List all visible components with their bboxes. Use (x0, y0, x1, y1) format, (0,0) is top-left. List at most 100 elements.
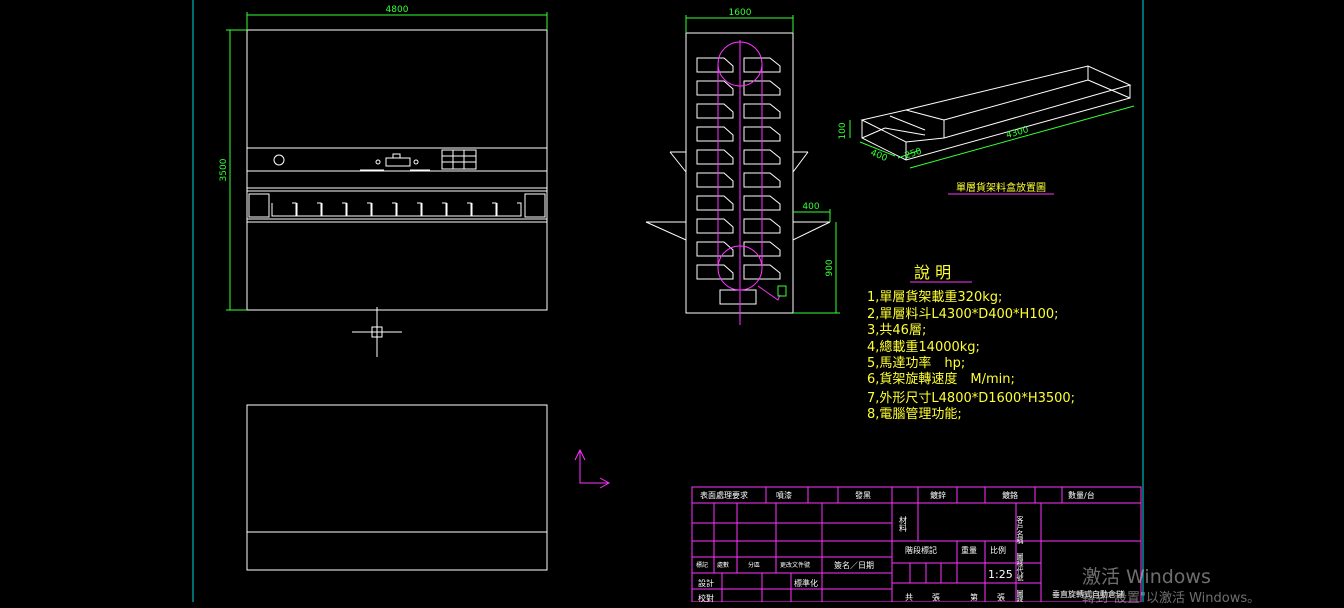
bin-caption: 單層貨架料盒放置圖 (956, 181, 1046, 194)
side-view: 1600 400 900 (645, 8, 840, 325)
notes: 說 明 1,單層貨架載重320kg; 2,單層料斗L4300*D400*H100… (867, 263, 1075, 422)
tb-scale-value: 1:25 (988, 568, 1013, 581)
watermark-line-1: 激活 Windows (1082, 566, 1211, 588)
side-slot-left (696, 126, 734, 142)
tb-galvanize: 鍍鋅 (930, 490, 946, 500)
side-slot-left (696, 57, 734, 73)
tb-zone: 分區 (748, 561, 760, 569)
side-slot-bottom (719, 289, 757, 305)
front-bin (446, 202, 472, 217)
title-block-grid (691, 486, 1142, 602)
notes-line-3: 3,共46層; (867, 323, 926, 338)
side-slot-right (743, 103, 781, 119)
tb-stage-mark: 階段標記 (905, 545, 937, 555)
tb-surface-treatment: 表面處理要求 (700, 490, 748, 500)
tb-scale: 比例 (990, 545, 1006, 555)
side-slot-left (696, 172, 734, 188)
notes-line-4: 4,總載重14000kg; (867, 339, 980, 355)
side-slot-right (743, 264, 781, 280)
side-slot-right (743, 126, 781, 142)
tb-weight: 重量 (961, 545, 977, 555)
tb-customer-name: 客戶名稱 (1016, 515, 1024, 545)
tb-product-name: 垂直旋轉式自動倉儲 (1052, 589, 1124, 599)
front-view: 4800 3500 (219, 5, 548, 311)
plan-view (246, 404, 548, 571)
bin-height-dimension: 100 (838, 122, 848, 139)
side-slot-right (743, 57, 781, 73)
bin-section-dimension: 250 (904, 147, 924, 162)
side-slot-right (743, 172, 781, 188)
front-bin (371, 202, 397, 217)
front-bin (421, 202, 447, 217)
side-slot-left (696, 149, 734, 165)
side-slot-right (743, 241, 781, 257)
front-bin (296, 202, 322, 217)
side-slot-left (696, 80, 734, 96)
tb-drawing-name: 圖樣名稱 (1016, 590, 1024, 602)
front-bin (471, 202, 497, 217)
front-height-dimension: 3500 (219, 158, 229, 181)
tb-mark: 標記 (696, 561, 708, 569)
front-control-knob (273, 154, 285, 166)
tb-standardization: 標準化 (794, 578, 818, 588)
side-dimension-lines (685, 15, 840, 314)
title-block: 表面處理要求 噴漆 發黑 鍍鋅 鍍鉻 數量/台 材料 客戶名稱 階段標記 重量 … (691, 486, 1142, 602)
front-keypad (441, 149, 477, 170)
bin-isometric-view: 100 400 250 4300 單層貨架料盒放置圖 (838, 65, 1135, 195)
tb-places: 處數 (717, 561, 729, 569)
front-control-panel (385, 157, 411, 167)
tb-sign-date: 簽名／日期 (834, 560, 874, 570)
front-width-dimension: 4800 (386, 5, 409, 15)
notes-title: 說 明 (914, 263, 951, 282)
tb-sheet-unit: 張 (997, 593, 1005, 602)
side-slot-right (743, 218, 781, 234)
side-slot-left (696, 103, 734, 119)
side-slot-right (743, 80, 781, 96)
tb-review: 校對 (698, 593, 714, 602)
notes-line-5: 5,馬達功率 hp; (867, 355, 965, 371)
tb-blacken: 發黑 (855, 491, 871, 500)
windows-activation-watermark: 激活 Windows 轉到"設置"以激活 Windows。 (1082, 562, 1260, 608)
side-slot-left (696, 264, 734, 280)
cursor-crosshair (352, 307, 402, 357)
front-bin-row (271, 202, 522, 217)
front-bin (396, 202, 422, 217)
side-slot-right (743, 195, 781, 211)
front-bin (271, 202, 297, 217)
notes-line-7: 7,外形尺寸L4800*D1600*H3500; (867, 391, 1075, 406)
side-slot-right (743, 149, 781, 165)
notes-line-2: 2,單層料斗L4300*D400*H100; (867, 307, 1059, 322)
side-sprocket-chain (717, 40, 781, 325)
tb-spray: 噴漆 (776, 490, 792, 500)
notes-line-8: 8,電腦管理功能; (867, 407, 962, 422)
tb-sheets: 張 (932, 593, 940, 602)
side-platform-dimension: 400 (802, 202, 819, 212)
tb-material: 材料 (899, 515, 908, 533)
watermark-line-2: 轉到"設置"以激活 Windows。 (1082, 591, 1261, 606)
front-view-outline (246, 29, 548, 311)
tb-chrome: 鍍鉻 (1002, 490, 1018, 500)
ucs-axis-icon (574, 448, 611, 489)
notes-line-1: 1,單層貨架載重320kg; (867, 289, 1002, 305)
side-slot-left (696, 218, 734, 234)
notes-line-6: 6,貨架旋轉速度 M/min; (867, 371, 1015, 387)
tb-total: 共 (905, 593, 913, 602)
side-slot-left (696, 241, 734, 257)
side-support-brackets (645, 151, 831, 241)
tb-drawing-code: 圖樣代號 (1016, 553, 1024, 582)
side-platform-height-dimension: 900 (825, 259, 835, 276)
side-bin-slots (696, 57, 781, 305)
side-width-dimension: 1600 (729, 8, 752, 18)
front-dimension-lines (226, 12, 548, 311)
tb-sheet-no: 第 (970, 592, 978, 602)
drawing-frame (192, 0, 1144, 602)
tb-change-doc: 更改文件號 (780, 561, 810, 569)
tb-quantity: 數量/台 (1068, 490, 1095, 500)
side-slot-left (696, 195, 734, 211)
tb-design: 設計 (698, 578, 714, 588)
bin-depth-dimension: 400 (869, 148, 889, 164)
front-bin (496, 202, 522, 217)
front-bin (321, 202, 347, 217)
front-bin (346, 202, 372, 217)
